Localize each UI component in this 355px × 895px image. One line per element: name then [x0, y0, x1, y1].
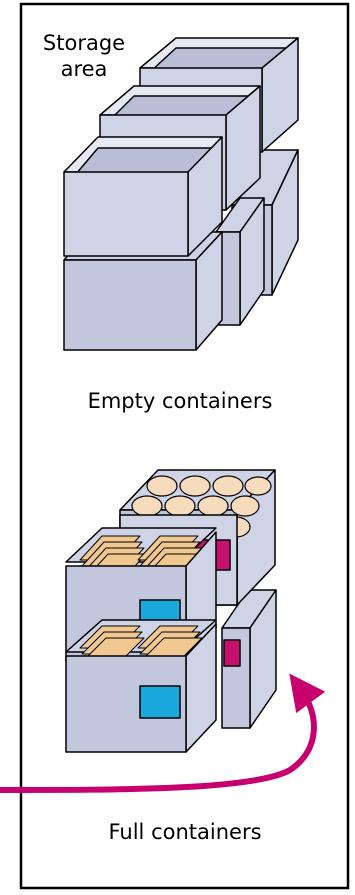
full-containers-label: Full containers	[40, 819, 330, 845]
empty-containers-label: Empty containers	[40, 388, 320, 414]
full-container-front-bottom	[66, 620, 216, 752]
empty-container-front-top	[64, 137, 222, 256]
storage-area-label-line2: area	[30, 56, 138, 82]
label-blue-lower	[140, 686, 180, 718]
storage-area-label-line1: Storage	[30, 30, 138, 56]
storage-area-label: Storage area	[30, 30, 138, 82]
label-magenta-lower	[224, 640, 240, 666]
